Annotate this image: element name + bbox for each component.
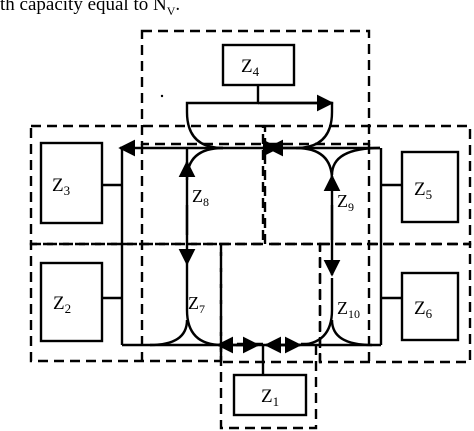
curve-z10-left (296, 278, 334, 347)
region-bottom (219, 342, 318, 430)
caption-suffix: . (175, 0, 181, 15)
zone-label-z6: Z6 (414, 298, 433, 321)
curve-z7-right (149, 319, 189, 347)
zone-label-z4: Z4 (241, 56, 260, 79)
zone-label-z1: Z1 (261, 386, 279, 409)
curve-z10-right (330, 319, 373, 347)
node-label-z7: Z7 (188, 293, 205, 316)
zone-boxes (39, 43, 460, 417)
zone-regions (29, 29, 472, 430)
zone-label-z3: Z3 (52, 175, 70, 198)
zone-label-z5: Z5 (414, 179, 432, 202)
node-label-z8: Z8 (192, 186, 209, 209)
route-top-left-entry (185, 85, 260, 150)
node-label-z10: Z10 (337, 298, 360, 321)
stray-dot (160, 94, 164, 98)
zone-box-z4 (221, 43, 296, 87)
zone-box-z1 (232, 373, 308, 417)
flow-paths (102, 85, 402, 375)
curve-z8-right (185, 146, 224, 181)
curve-z9-right (330, 146, 381, 176)
caption-subscript: V (166, 3, 176, 18)
region-center-lower (219, 242, 322, 364)
caption-text: th capacity equal to N (0, 0, 167, 15)
node-label-z9: Z9 (337, 191, 354, 214)
region-right-upper (263, 124, 472, 246)
zone-box-z2 (39, 261, 104, 343)
zone-box-z5 (400, 150, 460, 224)
region-right-lower (318, 242, 472, 364)
caption: th capacity equal to NV. (0, 0, 180, 19)
curve-z9-left (295, 146, 334, 181)
zone-box-z3 (39, 141, 104, 225)
zone-label-z2: Z2 (53, 293, 71, 316)
zone-box-z6 (400, 271, 460, 342)
region-top (140, 29, 371, 146)
